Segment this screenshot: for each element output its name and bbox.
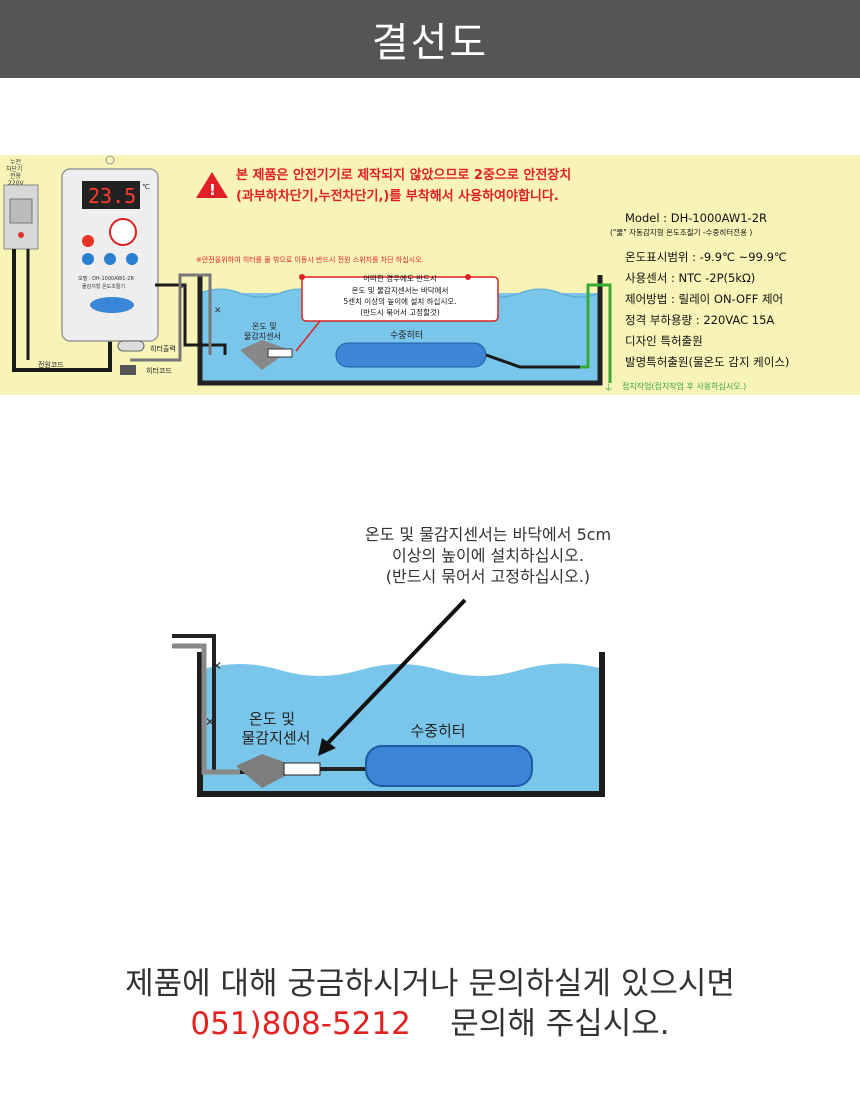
detail-sensor-probe-icon <box>283 762 321 776</box>
up-button-icon <box>104 253 116 265</box>
wiring-diagram-svg: 누전 차단기 전용 220V 전원코드 23.5 ℃ 모델 : DH-1000A… <box>3 155 789 394</box>
warning-icon <box>196 172 228 198</box>
breaker-label-1: 누전 <box>10 158 21 166</box>
spec-design-patent: 디자인 특허출원 <box>625 334 703 348</box>
spec-model: Model : DH-1000AW1-2R <box>625 211 767 225</box>
detail-tie-mark-1: ✕ <box>212 659 222 673</box>
detail-annotation-3: (반드시 묶어서 고정하십시오.) <box>386 567 590 586</box>
controller-logo-icon <box>109 218 137 246</box>
contact-text-1: 제품에 대해 궁금하시거나 문의하실게 있으시면 <box>125 966 735 1002</box>
breaker-test-dot <box>18 232 24 238</box>
ground-icon: ⏚ <box>604 383 613 394</box>
callout-line-4: (반드시 묶어서 고정할것) <box>360 307 440 317</box>
callout-dot-right <box>465 274 471 280</box>
detail-sensor-cable <box>172 634 272 774</box>
detail-tank-outline <box>197 652 605 797</box>
tie-mark-1: ✕ <box>180 282 188 292</box>
spec-sensor: 사용센서 : NTC -2P(5kΩ) <box>625 271 755 285</box>
callout-line-3: 5센치 이상의 높이에 설치 하십시오. <box>343 296 456 306</box>
controller-display <box>82 181 140 209</box>
detail-tie-mark-2: ✕ <box>205 715 215 729</box>
spec-rated-load: 정격 부하용량 : 220VAC 15A <box>625 313 774 327</box>
detail-annotation-1: 온도 및 물감지센서는 바닥에서 5cm <box>365 525 611 544</box>
spec-invention-patent: 발명특허출원(물온도 감지 케이스) <box>625 355 789 369</box>
power-cord-label: 전원코드 <box>38 360 64 369</box>
tank-outline <box>197 275 603 386</box>
detail-heater-cable <box>172 643 240 775</box>
heater-tail-cable <box>485 353 580 369</box>
controller-display-unit: ℃ <box>142 183 150 191</box>
page-title: 결선도 <box>371 20 489 66</box>
warning-line-1: 본 제품은 안전기기로 제작되지 않았으므로 2중으로 안전장치 <box>236 167 571 183</box>
callout-pointer <box>295 320 321 352</box>
warning-line-2: (과부하차단기,누전차단기,)를 부착해서 사용하여야합니다. <box>236 188 559 204</box>
breaker-label-2: 차단기 <box>6 165 23 173</box>
detail-sensor-label-2: 물감지센서 <box>241 729 310 747</box>
callout-dot-left <box>299 274 305 280</box>
detail-annotation-2: 이상의 높이에 설치하십시오. <box>392 546 584 565</box>
plug-icon <box>120 365 136 375</box>
ground-wire <box>580 283 612 383</box>
heater-cable <box>130 273 212 362</box>
sensor-cable <box>155 283 227 355</box>
heater-icon <box>335 342 487 368</box>
ground-label: 접지작업(접지작업 후 사용하십시오.) <box>622 381 746 391</box>
device-subtitle-small: 물감지형 온도조절기 <box>82 283 125 290</box>
page-title-bar: 결선도 <box>0 0 860 78</box>
callout-line-1: 어떠한 경우에도 반드시 <box>363 273 437 283</box>
safety-note: ※안전을위하여 히터를 물 밖으로 이동시 반드시 전원 스위치를 차단 하십시… <box>196 255 424 264</box>
down-button-icon <box>126 253 138 265</box>
spec-temp-range: 온도표시범위 : -9.9℃ ~99.9℃ <box>625 250 787 264</box>
power-cord <box>12 249 112 372</box>
warning-icon-mark: ! <box>209 181 216 199</box>
detail-heater-icon <box>365 745 533 787</box>
set-button-icon <box>82 253 94 265</box>
wiring-diagram-panel: 누전 차단기 전용 220V 전원코드 23.5 ℃ 모델 : DH-1000A… <box>0 155 860 395</box>
controller-hanger <box>105 155 115 165</box>
controller-product-graphic <box>90 297 134 313</box>
heater-label: 수중히터 <box>390 330 423 341</box>
detail-pointer-arrow <box>323 598 467 748</box>
callout-box <box>301 276 499 322</box>
detail-arrow-head <box>318 738 336 756</box>
breaker-label-4: 220V <box>8 180 24 187</box>
device-model-small: 모델 : DH-1000AW1-2R <box>78 275 134 282</box>
power-button-icon <box>82 235 94 247</box>
outlet-icon <box>117 340 145 352</box>
contact-line-2: 051)808-5212 문의해 주십시오. <box>0 998 860 1043</box>
contact-text-2: 문의해 주십시오. <box>450 1006 670 1042</box>
callout-line-2: 온도 및 물감지센서는 바닥에서 <box>352 285 449 295</box>
sensor-label-1: 온도 및 <box>252 321 277 331</box>
controller-display-value: 23.5 <box>88 184 136 208</box>
sensor-label-2: 물감지센서 <box>244 331 281 341</box>
contact-phone[interactable]: 051)808-5212 <box>190 1006 411 1042</box>
sensor-probe-icon <box>267 348 293 358</box>
spec-control: 제어방법 : 릴레이 ON-OFF 제어 <box>625 292 783 306</box>
detail-heater-label: 수중히터 <box>410 722 465 740</box>
heater-cord-label: 히터코드 <box>146 366 172 375</box>
tie-mark-2: ✕ <box>214 306 222 316</box>
breaker-switch <box>9 198 33 224</box>
sensor-housing-icon <box>240 340 290 370</box>
breaker-label-3: 전용 <box>10 172 22 180</box>
sensor-detail-diagram: 온도 및 물감지센서는 바닥에서 5cm 이상의 높이에 설치하십시오. (반드… <box>172 525 611 797</box>
heater-output-label: 히터출력 <box>150 344 176 353</box>
detail-sensor-label-1: 온도 및 <box>249 710 295 728</box>
contact-line-1: 제품에 대해 궁금하시거나 문의하실게 있으시면 <box>0 958 860 1003</box>
spec-subtitle: ("물" 자동감지형 온도조절기 -수중히터전용 ) <box>610 227 752 237</box>
